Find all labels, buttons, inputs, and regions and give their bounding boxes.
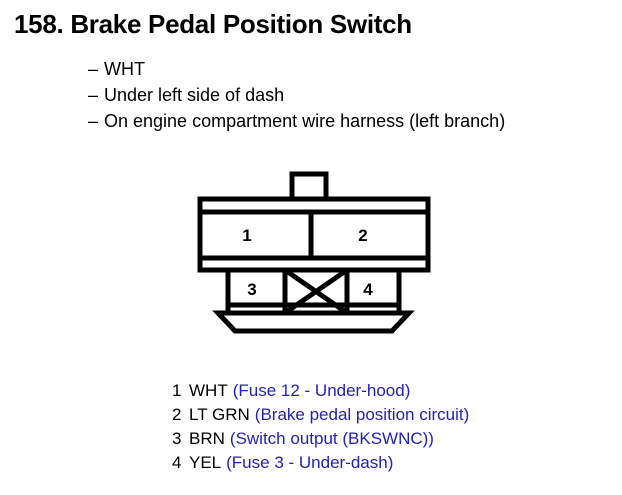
pin-number: 4 [172,453,182,472]
cavity-label-3: 3 [247,280,256,299]
bullet-dash-icon: – [88,111,99,131]
pin-description: (Brake pedal position circuit) [254,405,470,424]
note-text: WHT [104,59,145,79]
note-item: – On engine compartment wire harness (le… [88,108,608,134]
blocked-cavity-x-icon [283,267,349,316]
note-item: – WHT [88,56,608,82]
pin-wire-color: YEL [189,453,222,472]
cavity-label-1: 1 [242,226,251,245]
bullet-dash-icon: – [88,85,99,105]
pin-description: (Fuse 12 - Under-hood) [232,381,411,400]
note-text: On engine compartment wire harness (left… [104,111,506,131]
pin-legend-row: 1 WHT (Fuse 12 - Under-hood) [172,379,469,403]
page-title: 158. Brake Pedal Position Switch [14,9,412,39]
pin-legend-row: 2 LT GRN (Brake pedal position circuit) [172,403,469,427]
connector-skirt [212,310,415,334]
pin-number: 1 [172,381,182,400]
pin-description: (Switch output (BKSWNC)) [229,429,434,448]
connector-locking-tab [289,171,329,199]
connector-upper-body [197,196,431,273]
pin-legend: 1 WHT (Fuse 12 - Under-hood) 2 LT GRN (B… [172,379,469,475]
pin-wire-color: LT GRN [189,405,250,424]
cavity-label-2: 2 [358,226,367,245]
pin-legend-row: 4 YEL (Fuse 3 - Under-dash) [172,451,469,475]
cavity-label-4: 4 [363,280,373,299]
pin-number: 2 [172,405,182,424]
pin-number: 3 [172,429,182,448]
connector-lower-body [225,267,402,316]
bullet-dash-icon: – [88,59,99,79]
note-list: – WHT – Under left side of dash – On eng… [88,56,608,134]
pin-legend-row: 3 BRN (Switch output (BKSWNC)) [172,427,469,451]
note-item: – Under left side of dash [88,82,608,108]
blocked-cavity-x-icon [283,267,349,316]
pin-wire-color: BRN [189,429,225,448]
pin-wire-color: WHT [189,381,228,400]
note-text: Under left side of dash [104,85,285,105]
pin-description: (Fuse 3 - Under-dash) [226,453,394,472]
